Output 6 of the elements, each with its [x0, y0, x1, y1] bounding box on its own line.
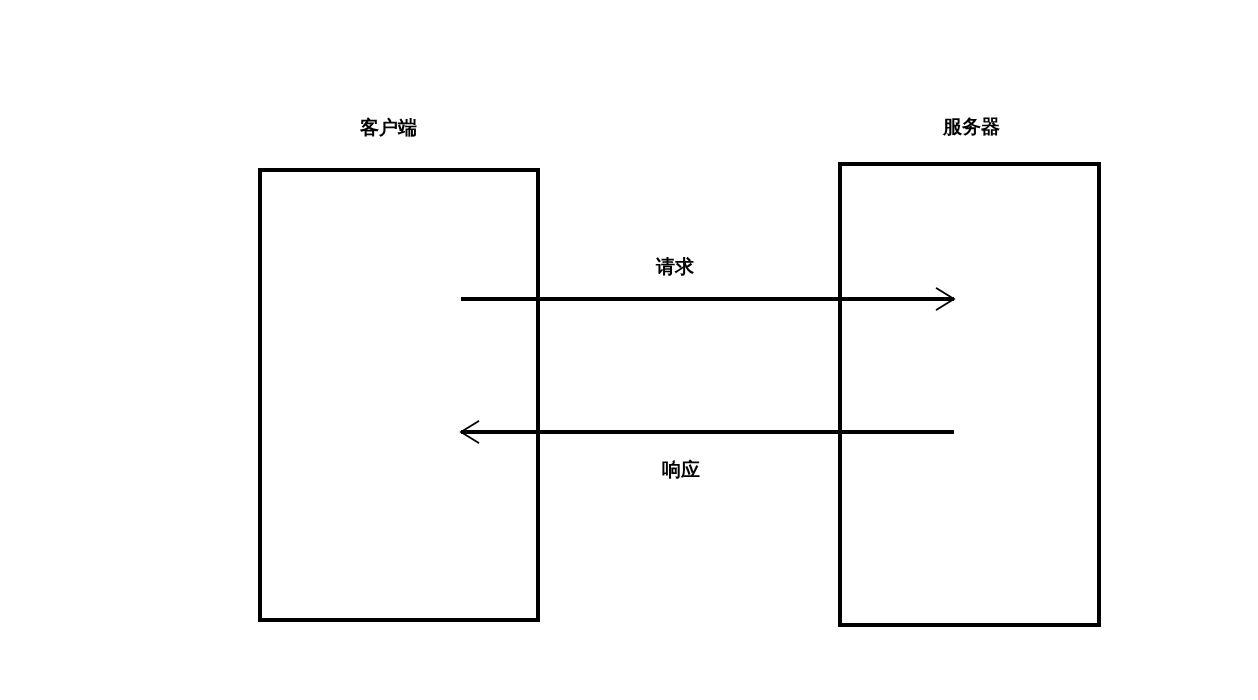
- box-heading: 服务器: [942, 114, 1000, 139]
- box-heading: 客户端: [359, 115, 417, 140]
- arrow: [461, 287, 955, 311]
- arrow: [460, 420, 954, 444]
- edge-label: 请求: [656, 254, 694, 279]
- edge-label: 响应: [662, 457, 700, 482]
